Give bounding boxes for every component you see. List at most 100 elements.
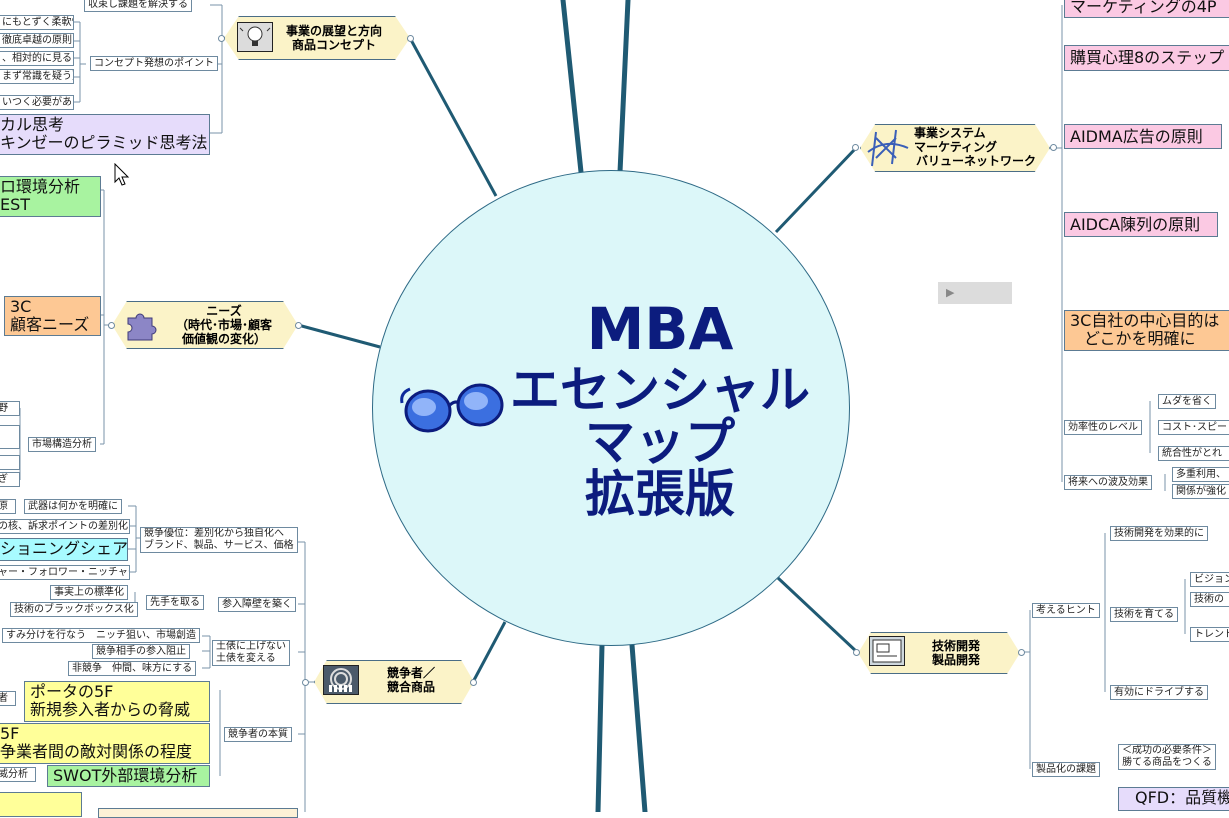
node-ripple-effect[interactable]: 将来への波及効果 bbox=[1064, 475, 1152, 490]
node-bottom-partial[interactable] bbox=[98, 808, 298, 818]
node-solve[interactable]: 収束し課題を解決する bbox=[84, 0, 192, 12]
node-fragment-field[interactable]: 野 bbox=[0, 401, 20, 416]
node-relative[interactable]: 、相対的に見る bbox=[0, 51, 74, 66]
node-necessity[interactable]: いつく必要がある bbox=[0, 95, 74, 110]
macro-line2: EST bbox=[0, 195, 31, 214]
connector[interactable] bbox=[1018, 649, 1025, 656]
outlook-line2: 商品コンセプト bbox=[291, 38, 376, 52]
3c-line2: 顧客ニーズ bbox=[10, 315, 90, 334]
node-integration[interactable]: 統合性がとれ bbox=[1158, 446, 1229, 461]
business-line2: マーケティング bbox=[914, 140, 998, 154]
node-swot[interactable]: SWOT外部環境分析 bbox=[47, 765, 210, 787]
node-success-condition[interactable]: ＜成功の必要条件＞ 勝てる商品をつくる bbox=[1118, 744, 1216, 770]
node-relation-strengthen[interactable]: 関係が強化 bbox=[1172, 484, 1229, 499]
outlook-line1: 事業の展望と方向 bbox=[285, 24, 382, 38]
node-competitive-advantage[interactable]: 競争優位：差別化から独自化へ ブランド、製品、サービス、価格 bbox=[140, 527, 298, 553]
node-de-facto[interactable]: 事実上の標準化 bbox=[50, 585, 128, 600]
connector[interactable] bbox=[302, 679, 309, 686]
node-take-initiative[interactable]: 先手を取る bbox=[146, 595, 204, 610]
node-drive[interactable]: 有効にドライブする bbox=[1110, 685, 1208, 700]
central-topic[interactable] bbox=[372, 170, 850, 646]
node-purchase-8-steps[interactable]: 購買心理8のステップ bbox=[1064, 45, 1229, 71]
connector[interactable] bbox=[470, 679, 477, 686]
node-doubt[interactable]: まず常識を疑う） bbox=[0, 69, 74, 84]
node-3c-customer[interactable]: 3C 顧客ニーズ bbox=[4, 296, 101, 336]
node-fragment-empty2[interactable] bbox=[0, 455, 20, 470]
node-flexibility[interactable]: にもとずく柔軟性 bbox=[0, 15, 74, 30]
node-vision[interactable]: ビジョン bbox=[1190, 572, 1229, 587]
node-trend[interactable]: トレンド bbox=[1190, 627, 1229, 642]
node-fragment-person[interactable]: 者 bbox=[0, 691, 16, 706]
node-macro-environment[interactable]: ロ環境分析 EST bbox=[0, 176, 101, 217]
node-efficiency-level[interactable]: 効率性のレベル bbox=[1064, 420, 1142, 435]
connector[interactable] bbox=[852, 144, 859, 151]
needs-line2: （時代･市場･顧客 bbox=[175, 318, 272, 332]
macro-line1: ロ環境分析 bbox=[0, 177, 81, 196]
node-cost-speed[interactable]: コスト･スピード bbox=[1158, 420, 1229, 435]
node-black-box[interactable]: 技術のブラックボックス化 bbox=[10, 602, 138, 617]
center-title-line4: 拡張版 bbox=[585, 465, 735, 523]
tech-label: 技術開発 製品開発 bbox=[910, 639, 1002, 667]
connector[interactable] bbox=[1050, 144, 1057, 151]
play-button[interactable]: ▶ bbox=[938, 282, 1012, 304]
node-hints[interactable]: 考えるヒント bbox=[1032, 603, 1100, 618]
node-grow-tech[interactable]: 技術を育てる bbox=[1110, 607, 1178, 622]
business-system-label: 事業システム マーケティング バリューネットワーク bbox=[908, 126, 1044, 168]
node-source[interactable]: 原 bbox=[0, 499, 16, 514]
porter1-line2: 新規参入者からの脅威 bbox=[30, 700, 191, 719]
node-tech-of[interactable]: 技術の bbox=[1190, 592, 1229, 607]
node-fragment-gi[interactable]: ぎ bbox=[0, 472, 20, 487]
needs-label: ニーズ （時代･市場･顧客 価値観の変化） bbox=[160, 304, 288, 346]
node-qfd[interactable]: QFD：品質機 bbox=[1118, 787, 1229, 811]
competitors-line2: 競合商品 bbox=[386, 680, 435, 694]
node-effective-dev[interactable]: 技術開発を効果的に bbox=[1110, 526, 1208, 541]
puzzle-icon bbox=[122, 308, 162, 346]
center-title-line1: MBA bbox=[586, 295, 734, 363]
business-outlook-label: 事業の展望と方向 商品コンセプト bbox=[270, 24, 398, 52]
node-aidca[interactable]: AIDCA陳列の原則 bbox=[1064, 212, 1218, 237]
tech-line1: 技術開発 bbox=[931, 639, 980, 653]
connector[interactable] bbox=[295, 322, 302, 329]
connector[interactable] bbox=[218, 35, 225, 42]
center-title-line2: エセンシャル bbox=[510, 361, 810, 419]
node-core-appeal[interactable]: の核、訴求ポイントの差別化 bbox=[0, 519, 130, 534]
blueprint-icon bbox=[869, 636, 905, 666]
node-reduce-waste[interactable]: ムダを省く bbox=[1158, 394, 1216, 409]
porter2-line2: 争業者間の敵対関係の程度 bbox=[0, 742, 193, 761]
node-positioning-share[interactable]: ショニングシェア bbox=[0, 538, 128, 561]
porter1-line1: ポータの5F bbox=[30, 682, 114, 701]
node-aidma[interactable]: AIDMA広告の原則 bbox=[1064, 124, 1222, 149]
node-non-competition[interactable]: 非競争 仲間、味方にする bbox=[68, 661, 197, 676]
competitors-line1: 競争者／ bbox=[386, 666, 435, 680]
node-excellence[interactable]: 徹底卓越の原則 bbox=[0, 33, 74, 48]
node-marketing-4p[interactable]: マーケティングの4P bbox=[1064, 0, 1229, 18]
node-competitor-essence[interactable]: 競争者の本質 bbox=[224, 727, 292, 742]
change-line2: 土俵を変える bbox=[216, 653, 276, 664]
node-concept-point[interactable]: コンセプト発想のポイント bbox=[90, 56, 218, 71]
competitors-label: 競争者／ 競合商品 bbox=[364, 666, 458, 694]
node-weapon[interactable]: 武器は何かを明確に bbox=[24, 499, 122, 514]
node-logical-thinking[interactable]: カル思考 キンゼーのピラミッド思考法 bbox=[0, 114, 210, 155]
node-niche[interactable]: すみ分けを行なう ニッチ狙い、市場創造 bbox=[2, 628, 200, 643]
connector[interactable] bbox=[108, 322, 115, 329]
connector[interactable] bbox=[853, 649, 860, 656]
topic-business-system[interactable] bbox=[860, 124, 1050, 172]
node-fragment-empty[interactable] bbox=[0, 425, 20, 449]
node-bottom-yellow[interactable] bbox=[0, 792, 82, 817]
node-porter-rivalry[interactable]: 5F 争業者間の敵対関係の程度 bbox=[0, 723, 210, 764]
node-productize[interactable]: 製品化の課題 bbox=[1032, 762, 1100, 777]
node-porter-new-entrants[interactable]: ポータの5F 新規参入者からの脅威 bbox=[24, 681, 210, 722]
node-multi-use[interactable]: 多重利用、 bbox=[1172, 467, 1229, 482]
connector[interactable] bbox=[407, 35, 414, 42]
node-change-field[interactable]: 土俵に上げない 土俵を変える bbox=[212, 640, 290, 666]
node-threat-analysis[interactable]: 威分析 bbox=[0, 767, 36, 782]
node-block-entry[interactable]: 競争相手の参入阻止 bbox=[92, 644, 190, 659]
node-market-structure[interactable]: 市場構造分析 bbox=[28, 437, 96, 452]
business-line3: バリューネットワーク bbox=[915, 154, 1036, 168]
advantage-line1: 競争優位：差別化から独自化へ bbox=[144, 528, 284, 539]
node-3c-company[interactable]: 3C自社の中心目的は どこかを明確に bbox=[1064, 310, 1229, 351]
node-follower[interactable]: ャー・フォロワー・ニッチャー bbox=[0, 565, 130, 580]
people-icon bbox=[323, 665, 359, 695]
node-entry-barrier[interactable]: 参入障壁を築く bbox=[218, 597, 296, 612]
